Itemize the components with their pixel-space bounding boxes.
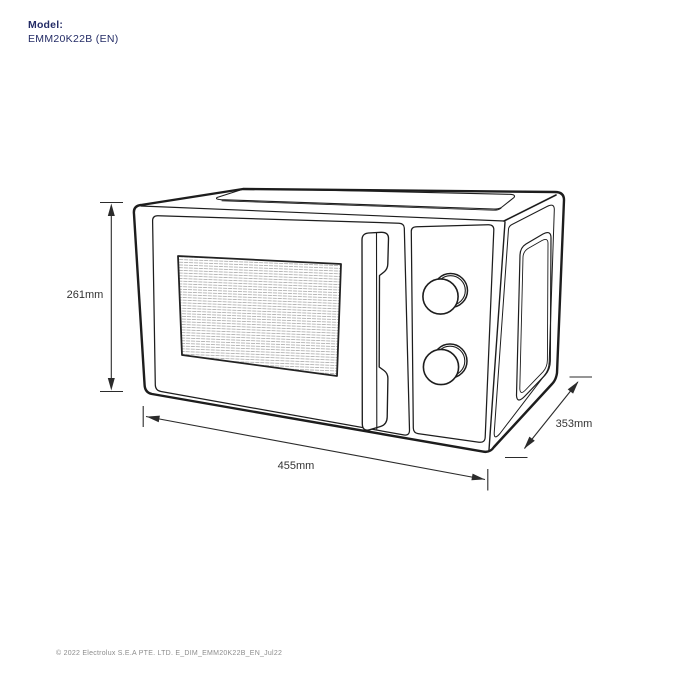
height-arrow-down (107, 378, 115, 391)
height-dimension-label: 261mm (67, 289, 104, 301)
microwave-body (132, 187, 566, 454)
width-dimension (142, 406, 489, 491)
side-panel (493, 204, 555, 438)
door-outline (151, 215, 411, 436)
control-knob-lower (422, 343, 468, 386)
top-right-edge (503, 194, 557, 222)
model-number: EMM20K22B (EN) (28, 33, 119, 45)
microwave-body-outline (132, 187, 566, 454)
side-panel-inset-outline (493, 204, 555, 438)
depth-dimension-label: 353mm (556, 418, 593, 430)
control-knob-upper (422, 272, 469, 315)
height-arrow-up (107, 203, 115, 216)
front-top-edge (140, 205, 505, 222)
depth-dimension (505, 376, 592, 459)
model-block: Model: EMM20K22B (EN) (28, 18, 119, 46)
copyright-text: © 2022 Electrolux S.E.A PTE. LTD. E_DIM_… (56, 650, 283, 657)
side-panel-recess (515, 231, 552, 401)
top-recess (215, 187, 516, 211)
width-dimension-label: 455mm (278, 460, 315, 472)
width-arrow-left (146, 415, 160, 423)
depth-arrow-up (567, 381, 579, 394)
model-label: Model: (28, 19, 64, 31)
door-window (177, 255, 342, 377)
control-panel (410, 224, 495, 443)
width-arrow-right (471, 473, 485, 481)
door-handle (361, 231, 390, 431)
depth-arrow-down (524, 436, 535, 449)
height-dimension (100, 201, 123, 393)
front-right-edge (488, 221, 506, 451)
control-panel-outline (410, 224, 495, 443)
